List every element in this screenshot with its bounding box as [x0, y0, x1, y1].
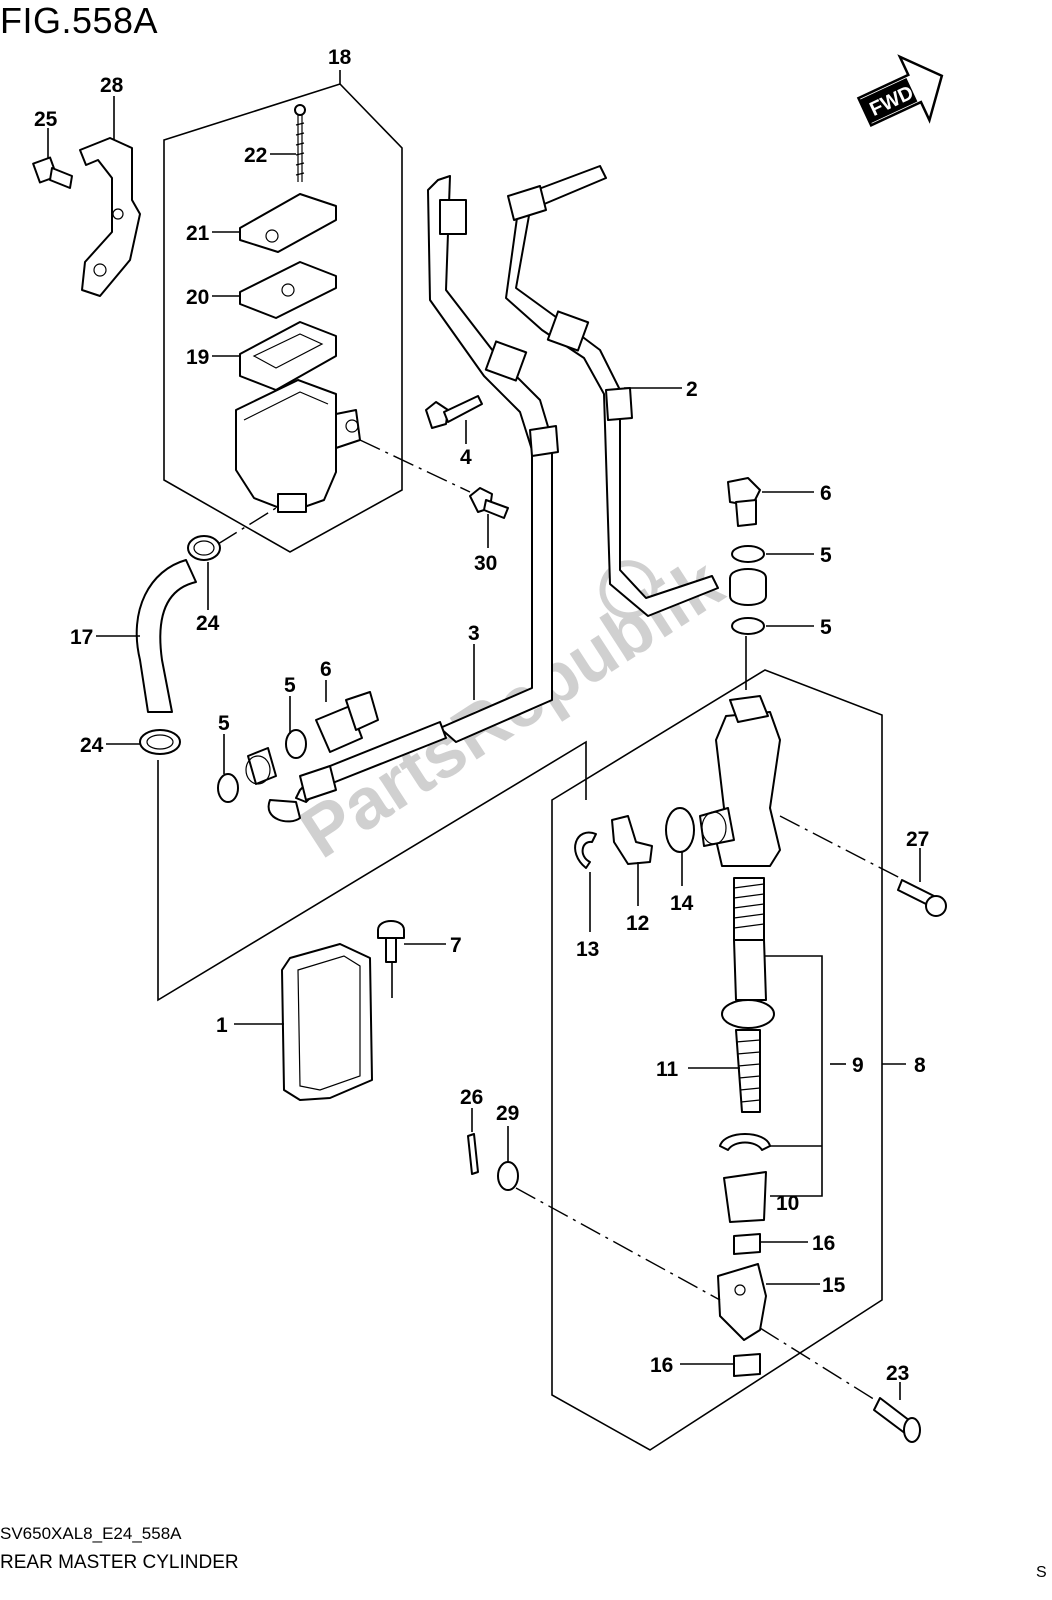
circlip-9: [719, 1133, 771, 1151]
banjo-bolt-6-lower: [315, 691, 379, 753]
plate-20: [239, 261, 337, 319]
callout-29: 28: [100, 74, 124, 97]
callout-24-upper: 24: [196, 612, 220, 635]
master-cylinder-body: [715, 711, 781, 867]
screw-22: [294, 104, 306, 182]
callout-11: 11: [656, 1058, 679, 1081]
cover-1: [281, 943, 373, 1101]
reservoir-body: [235, 379, 337, 513]
group-outline-8: [551, 669, 883, 1451]
banjo-bolt-6-upper: [727, 477, 761, 527]
callout-1: 1: [216, 1014, 228, 1037]
washer-28: [497, 1161, 519, 1191]
callout-5-a: 5: [284, 674, 296, 697]
callout-24-lower: 24: [80, 734, 104, 757]
callout-25: 25: [34, 108, 58, 131]
callout-6-a: 6: [320, 658, 332, 681]
callout-16-lower: 16: [650, 1354, 673, 1377]
banjo-fitting-upper: [729, 568, 767, 606]
bolt-25: [32, 156, 73, 189]
callout-5-d: 5: [820, 616, 832, 639]
corner-mark: S: [1036, 1564, 1047, 1581]
callout-26: 26: [460, 1086, 483, 1109]
cap-21: [239, 193, 337, 253]
callout-3: 3: [468, 622, 480, 645]
callout-16-upper: 16: [812, 1232, 835, 1255]
callout-6-b: 6: [820, 482, 832, 505]
callout-19: 19: [186, 346, 209, 369]
washer-5-b: [217, 773, 239, 803]
callout-28: 29: [496, 1102, 519, 1125]
washer-5-c: [731, 545, 765, 563]
callout-27: 27: [906, 828, 929, 851]
boot-10: [723, 1171, 767, 1223]
elbow-12: [611, 815, 653, 865]
callout-14: 14: [670, 892, 694, 915]
callout-22: 22: [244, 144, 267, 167]
callout-20: 20: [186, 286, 209, 309]
clamp-24-lower: [139, 729, 181, 755]
banjo-fitting-lower: [245, 747, 277, 785]
callout-21: 21: [186, 222, 210, 245]
callout-8: 8: [914, 1054, 926, 1077]
brake-hose-3: [427, 175, 553, 743]
hose-17: [135, 559, 197, 713]
oring-14: [665, 807, 695, 853]
washer-5-d: [731, 617, 765, 635]
bolt-4: [425, 395, 483, 429]
callout-5-c: 5: [820, 544, 832, 567]
callout-23: 23: [886, 1362, 909, 1385]
bolt-27: [897, 879, 947, 917]
assembly-reference-line: [157, 740, 587, 1002]
callout-4: 4: [460, 446, 472, 469]
clamp-24-upper: [187, 535, 221, 561]
callout-2: 2: [686, 378, 698, 401]
nut-16-upper: [733, 1233, 761, 1255]
diagram-code: SV650XAL8_E24_558A: [0, 1524, 182, 1543]
callout-18: 18: [328, 46, 352, 69]
figure-title: FIG.558A: [0, 0, 159, 41]
diagram-caption: REAR MASTER CYLINDER: [0, 1552, 239, 1573]
cotter-pin-26: [467, 1133, 479, 1175]
callout-5-b: 5: [218, 712, 230, 735]
clevis-15: [717, 1263, 767, 1341]
callout-12: 12: [626, 912, 649, 935]
callout-10: 10: [776, 1192, 799, 1215]
callout-15: 15: [822, 1274, 846, 1297]
bracket-29: [79, 137, 141, 297]
pushrod-11: [735, 1029, 761, 1113]
callout-7: 7: [450, 934, 462, 957]
nut-16-lower: [733, 1353, 761, 1377]
bolt-30: [469, 487, 509, 519]
callout-9: 9: [852, 1054, 864, 1077]
boot-cup: [721, 999, 775, 1029]
screw-7: [377, 920, 405, 963]
circlip-13: [574, 831, 597, 869]
fwd-arrow-icon: FWD: [856, 54, 944, 127]
callout-13: 13: [576, 938, 599, 961]
washer-5-a: [285, 729, 307, 759]
piston-9: [733, 939, 767, 1001]
callout-17: 17: [70, 626, 93, 649]
callout-30: 30: [474, 552, 497, 575]
